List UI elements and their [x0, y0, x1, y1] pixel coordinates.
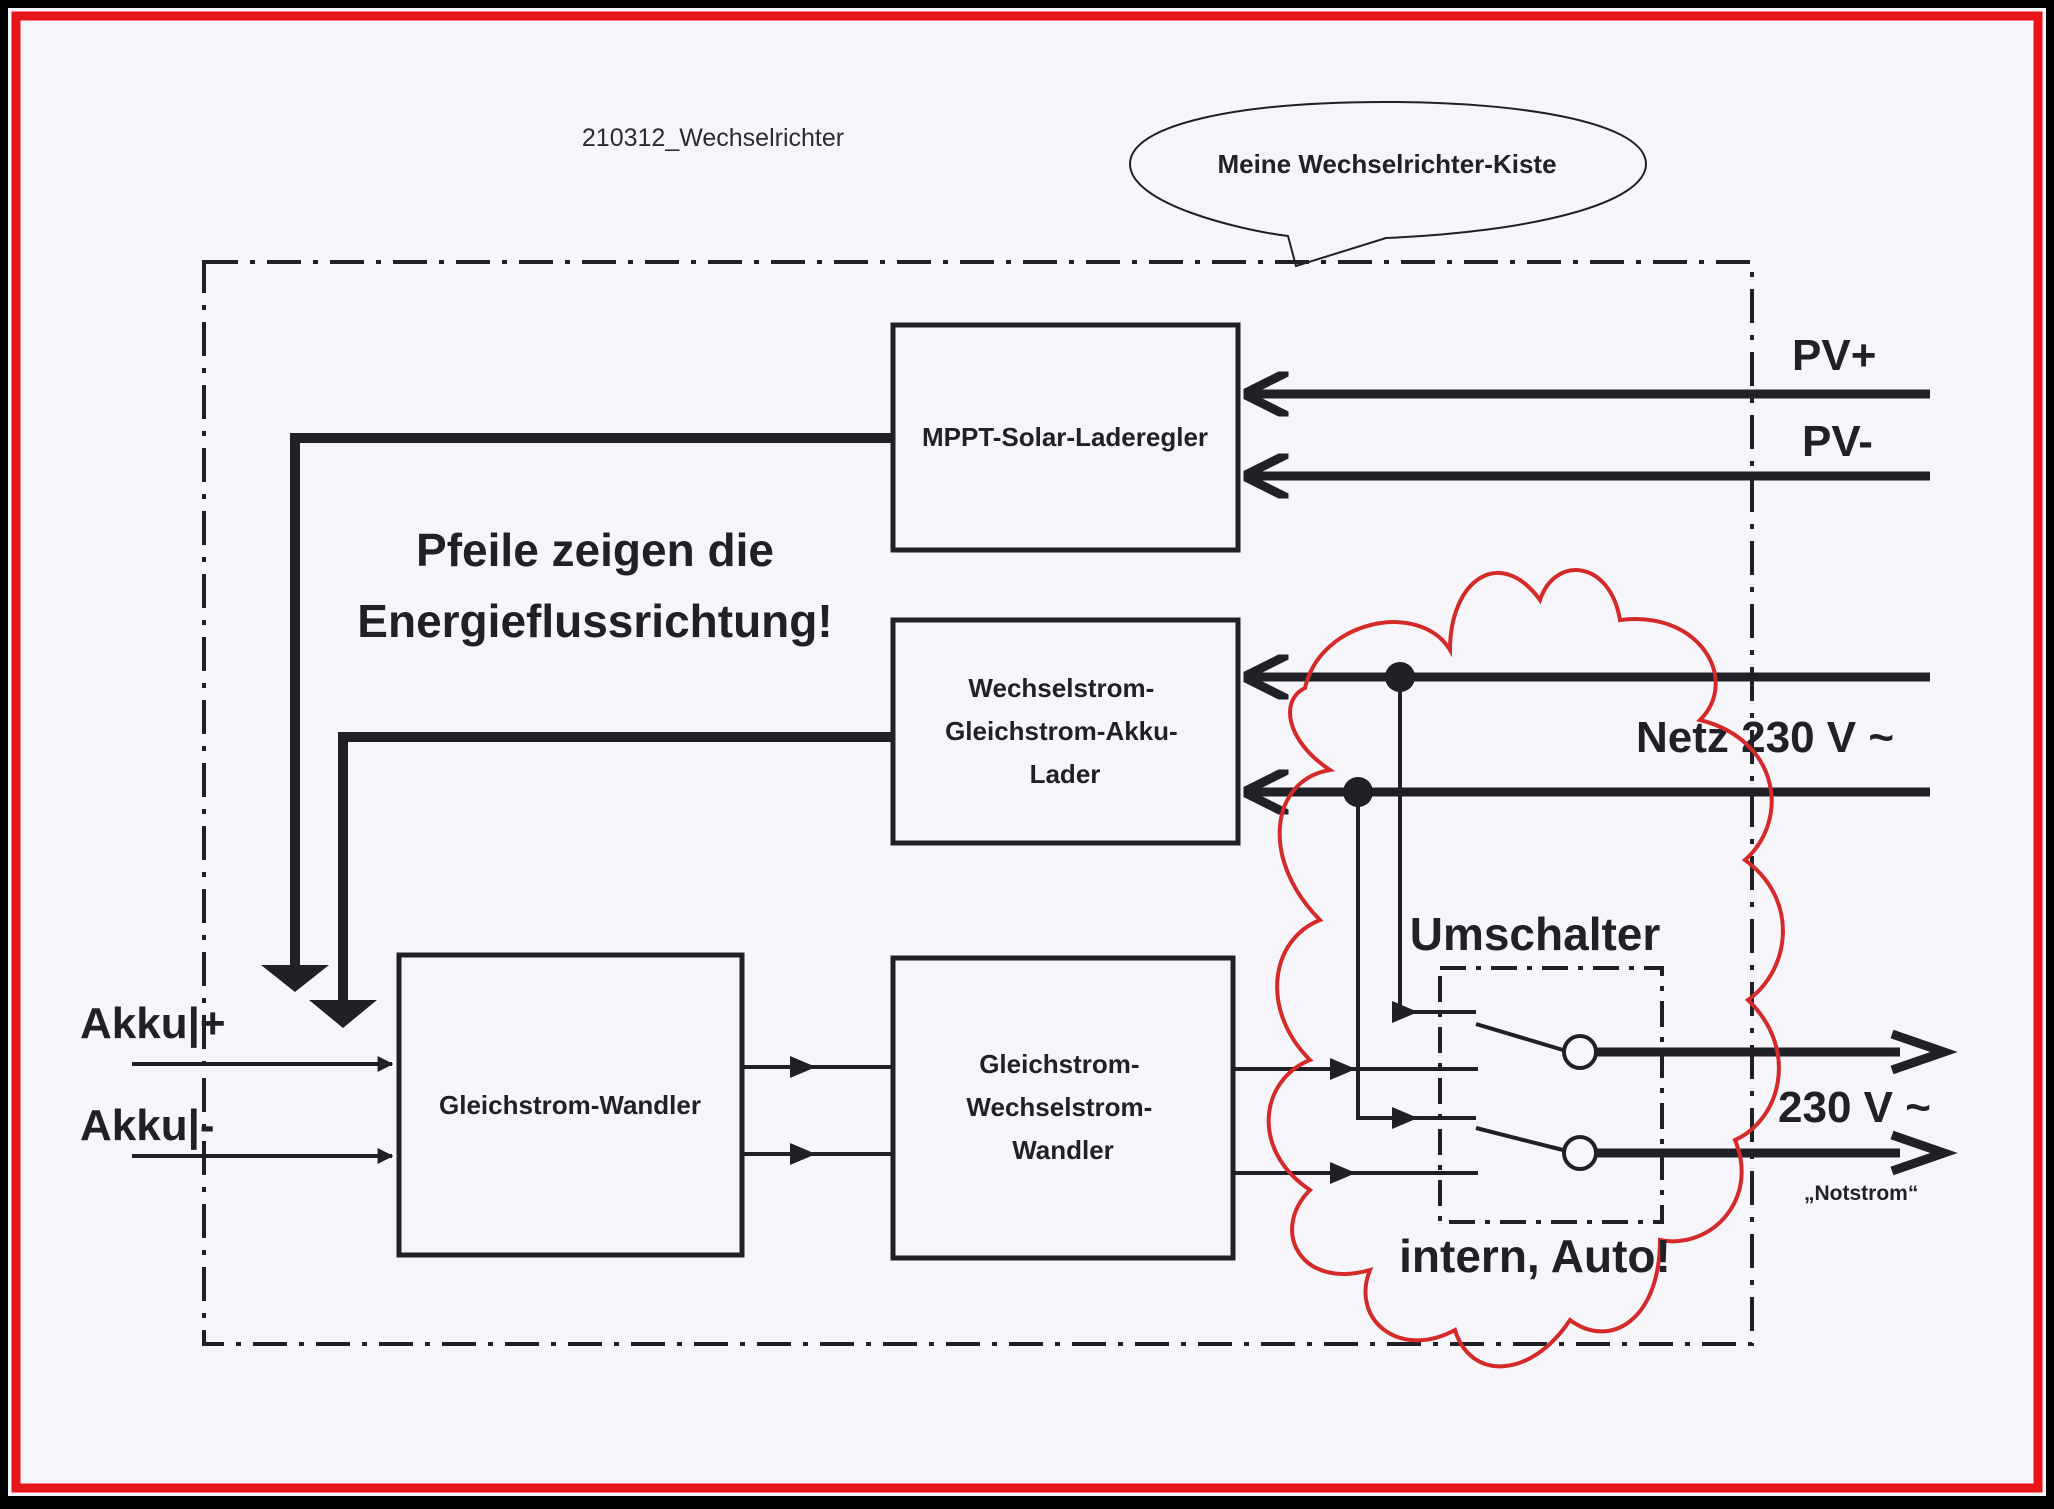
page-border	[11, 11, 2043, 1493]
charger-path-arrowhead	[309, 1000, 377, 1028]
inverter-out-arrowhead	[1330, 1058, 1356, 1080]
switch-highlight-cloud	[1266, 568, 1785, 1369]
grid-tap-node	[1385, 662, 1415, 692]
inverter-label-line: Gleichstrom-	[979, 1049, 1139, 1079]
grid-tap-node	[1343, 777, 1373, 807]
charger-block	[890, 617, 1241, 846]
akku-plus-label: Akku|+	[80, 999, 226, 1049]
charger-label-line: Lader	[1030, 759, 1101, 789]
grid-tap-n	[1356, 792, 1450, 1120]
charger-label-line: Gleichstrom-Akku-	[945, 716, 1178, 746]
charger-label: Wechselstrom- Gleichstrom-Akku- Lader	[945, 673, 1185, 789]
pv-minus-label: PV-	[1802, 417, 1873, 466]
switch-title: Umschalter	[1410, 908, 1661, 960]
grid-label: Netz 230 V ~	[1636, 713, 1894, 762]
note-line-2: Energieflussrichtung!	[357, 595, 832, 647]
switch-pivot	[1562, 1135, 1598, 1171]
grid-tap-arrowhead	[1392, 1001, 1418, 1023]
mppt-to-battery-path	[290, 433, 893, 970]
switch-lever-l	[1475, 1022, 1564, 1052]
output-arrowhead	[1890, 1130, 1958, 1176]
dc-converter-block	[396, 952, 745, 1258]
switch-pivot	[1562, 1034, 1598, 1070]
inverter-label-line: Wechselstrom-	[966, 1092, 1152, 1122]
inverter-out-arrowhead	[1330, 1162, 1356, 1184]
switch-caption: intern, Auto!	[1399, 1230, 1671, 1282]
inverter-label: Gleichstrom- Wechselstrom- Wandler	[966, 1049, 1159, 1165]
inverter-enclosure	[202, 260, 1754, 1346]
doc-label: 210312_Wechselrichter	[582, 124, 844, 152]
note-line-1: Pfeile zeigen die	[416, 524, 774, 576]
dc-link-arrowhead	[790, 1056, 816, 1078]
callout-bubble	[1128, 100, 1648, 268]
charger-to-battery-path	[338, 732, 893, 1005]
callout-text: Meine Wechselrichter-Kiste	[1217, 149, 1556, 179]
mppt-path-arrowhead	[261, 965, 329, 992]
akku-minus-label: Akku|-	[80, 1101, 215, 1151]
output-note: „Notstrom“	[1804, 1182, 1918, 1205]
mppt-label: MPPT-Solar-Laderegler	[922, 422, 1208, 452]
pv-plus-label: PV+	[1792, 331, 1876, 380]
charger-label-line: Wechselstrom-	[968, 673, 1154, 703]
inverter-block	[890, 955, 1236, 1261]
output-arrowhead	[1890, 1029, 1958, 1075]
grid-tap-arrowhead	[1392, 1107, 1418, 1129]
output-label: 230 V ~	[1778, 1083, 1931, 1132]
dc-converter-label: Gleichstrom-Wandler	[439, 1090, 701, 1120]
inverter-label-line: Wandler	[1012, 1135, 1114, 1165]
switch-lever-n	[1475, 1126, 1564, 1152]
dc-link-arrowhead	[790, 1143, 816, 1165]
switch-enclosure	[1438, 966, 1664, 1224]
